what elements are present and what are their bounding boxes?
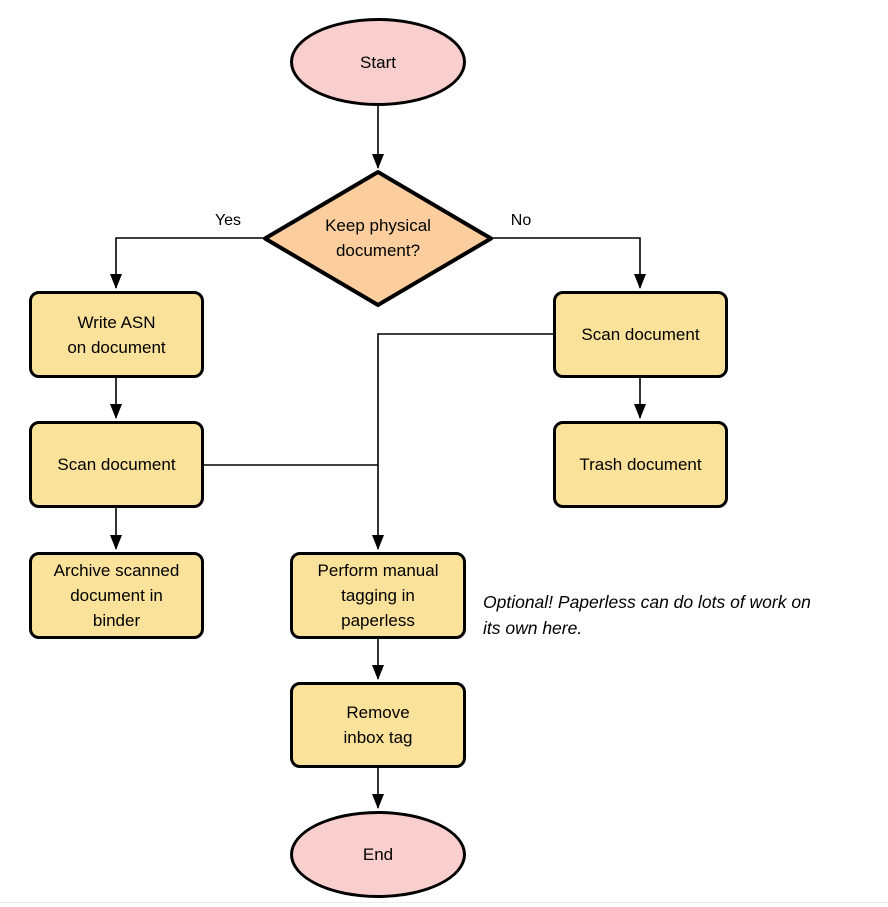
node-scan-document-right-label: Scan document	[581, 325, 700, 344]
node-manual-tagging: Perform manual tagging in paperless	[290, 552, 466, 639]
decision-diamond-shape	[263, 170, 493, 307]
node-trash-document: Trash document	[553, 421, 728, 508]
connector-decision-yes-to-write-asn	[110, 237, 266, 289]
node-scan-document-right: Scan document	[553, 291, 728, 378]
connector-decision-no-to-scan-right	[490, 237, 646, 289]
node-end-label: End	[362, 845, 394, 864]
annotation-optional-note: Optional! Paperless can do lots of work …	[483, 592, 811, 638]
page-bottom-divider	[0, 902, 888, 903]
node-trash-document-label: Trash document	[579, 455, 702, 474]
node-start-label: Start	[360, 52, 396, 72]
node-write-asn: Write ASN on document	[29, 291, 204, 378]
node-write-asn-label: Write ASN on document	[67, 312, 166, 357]
connector-scan-right-to-tagging	[372, 333, 553, 550]
node-archive-binder: Archive scanned document in binder	[29, 552, 204, 639]
node-manual-tagging-label: Perform manual tagging in paperless	[317, 561, 439, 630]
node-end: End	[290, 811, 466, 898]
node-scan-document-left-label: Scan document	[57, 455, 176, 474]
node-decision-keep-physical-label: Keep physical document?	[325, 216, 431, 260]
edge-label-no: No	[510, 212, 532, 229]
node-remove-inbox-tag: Remove inbox tag	[290, 682, 466, 768]
edge-label-yes: Yes	[214, 212, 242, 229]
node-scan-document-left: Scan document	[29, 421, 204, 508]
node-start: Start	[290, 18, 466, 106]
node-remove-inbox-tag-label: Remove inbox tag	[343, 703, 413, 747]
node-archive-binder-label: Archive scanned document in binder	[53, 561, 180, 630]
